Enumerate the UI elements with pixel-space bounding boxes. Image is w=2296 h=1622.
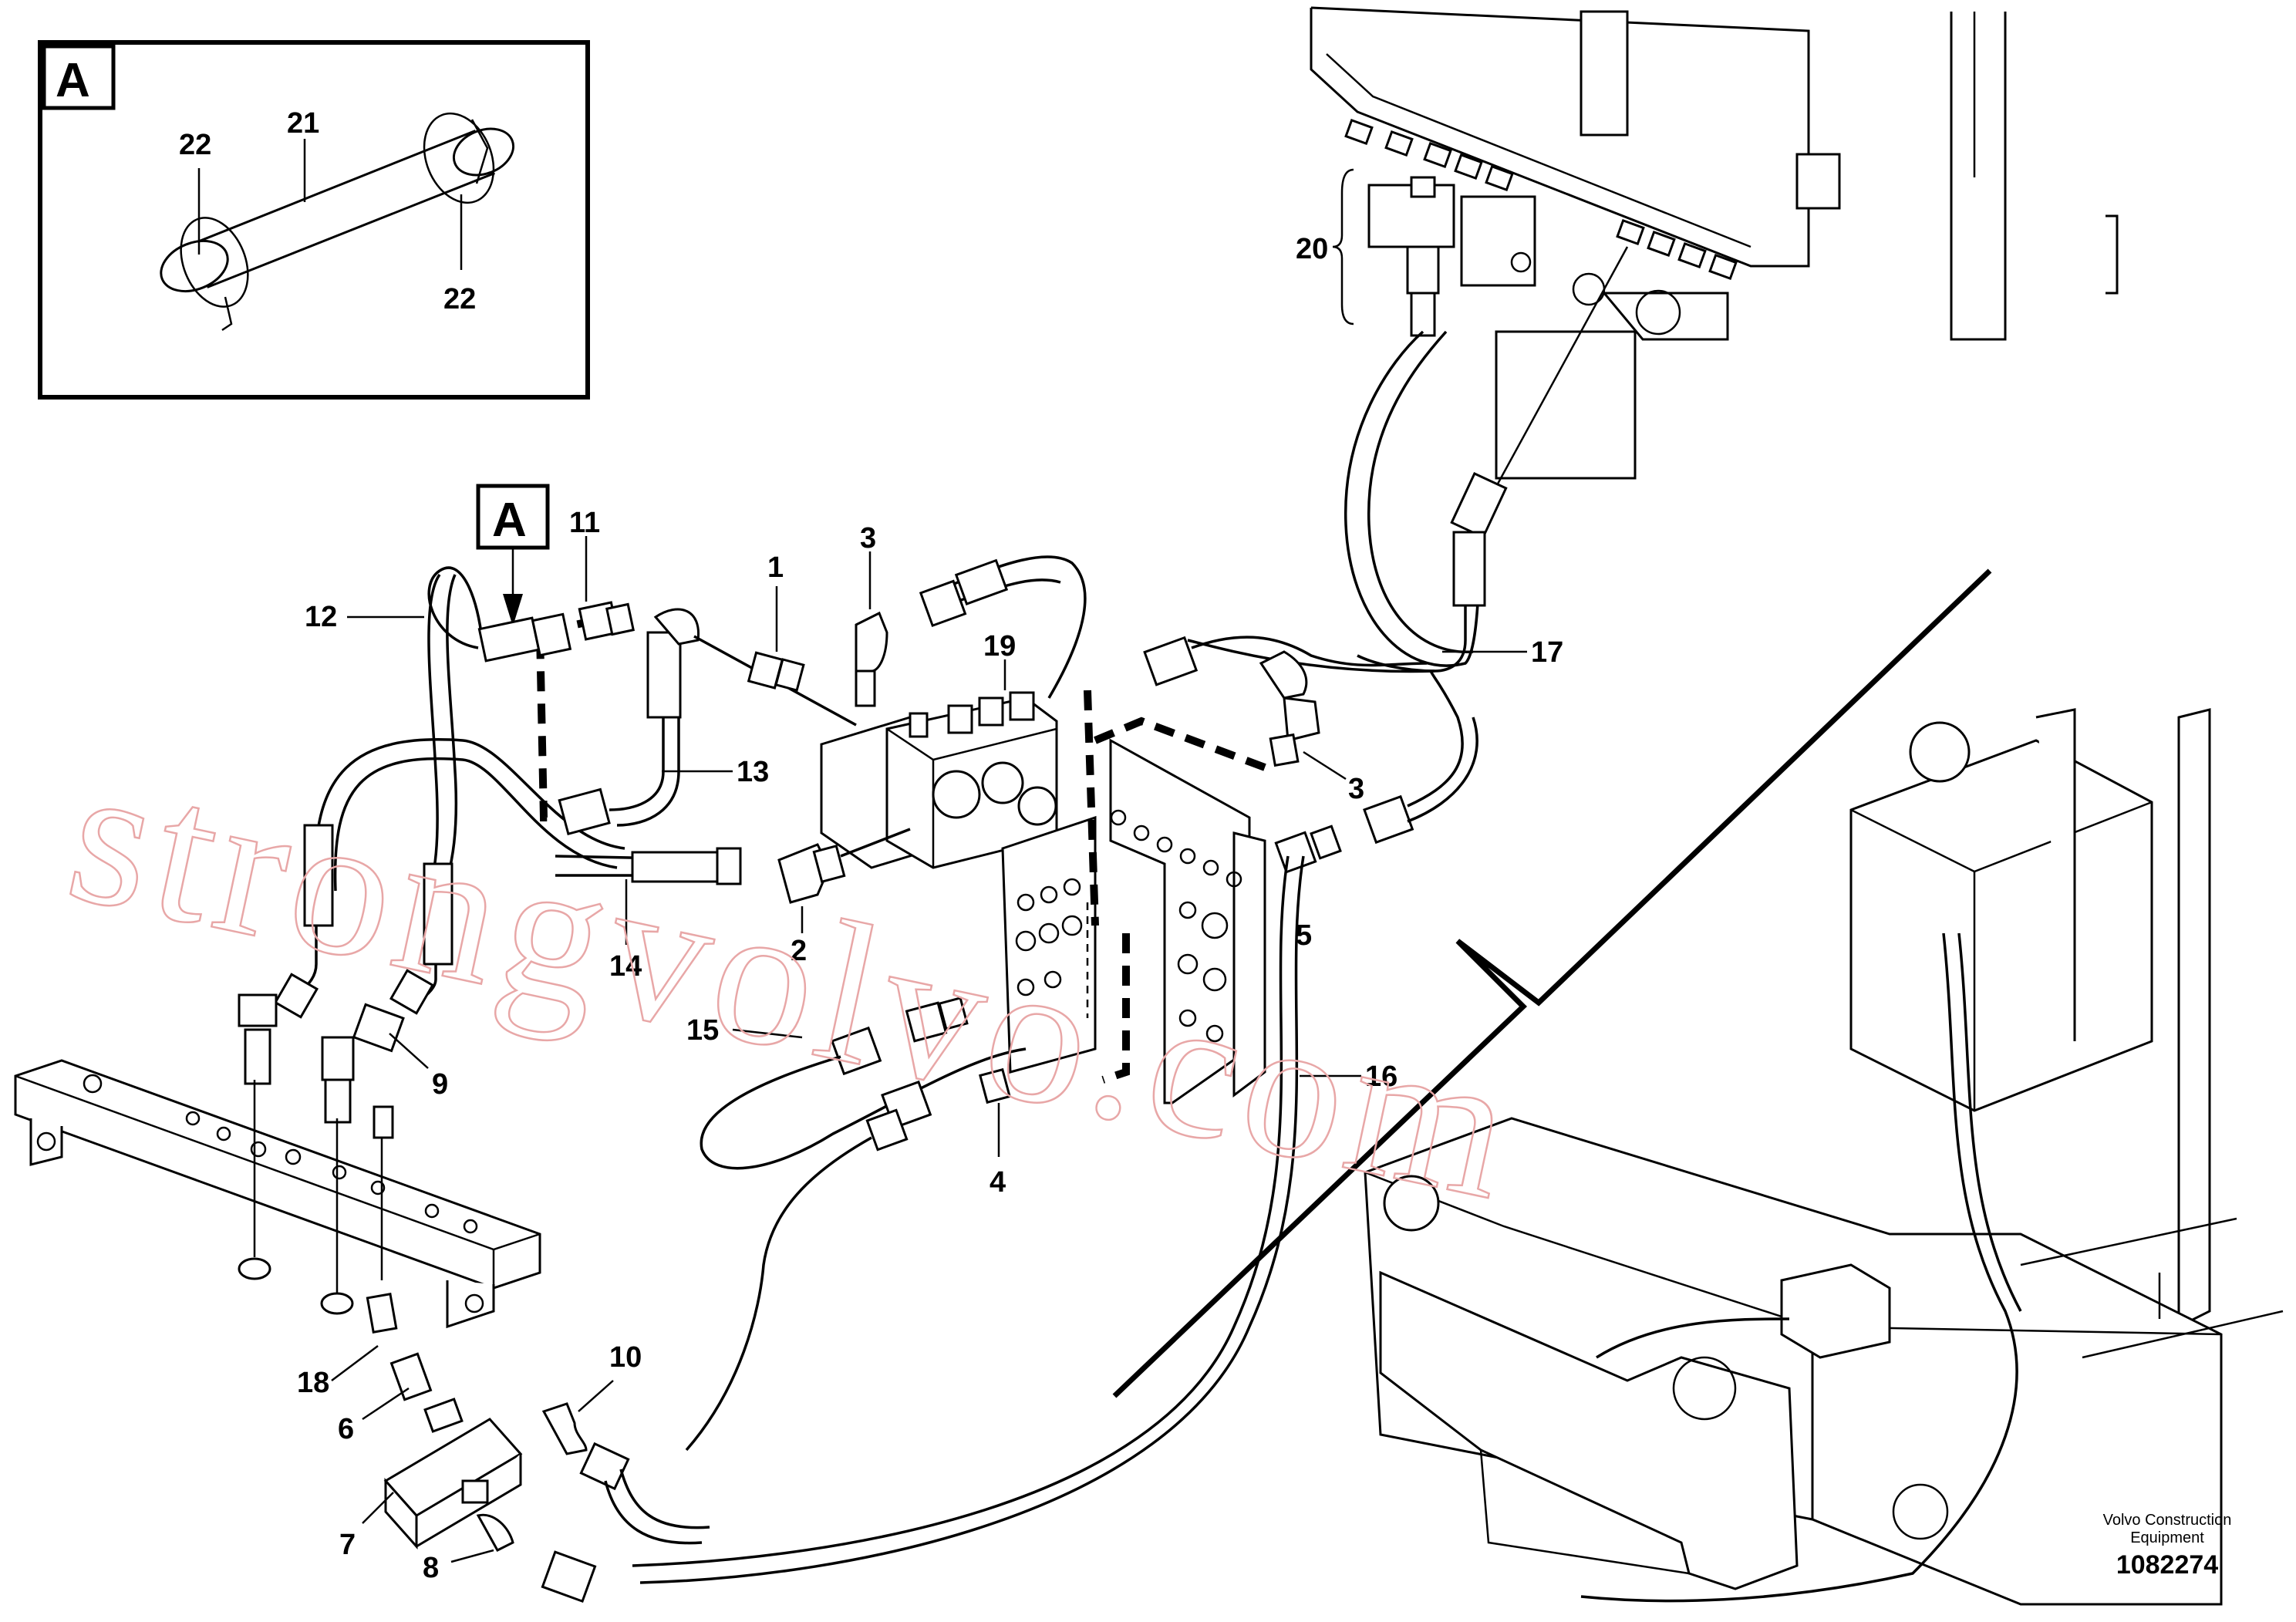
mounting-bracket <box>1001 738 1266 1104</box>
callout-3-lower: 3 <box>1348 773 1364 805</box>
callout-16: 16 <box>1365 1061 1397 1093</box>
callout-1: 1 <box>767 551 784 584</box>
machine-overview <box>1364 708 2284 1606</box>
publisher-mark: Volvo Construction Equipment 1082274 <box>2103 1512 2232 1580</box>
callout-5: 5 <box>1296 919 1312 952</box>
control-valve-19: 19 <box>820 630 1058 869</box>
hose-12: 12 <box>305 566 484 880</box>
callout-3-upper: 3 <box>860 522 876 555</box>
callout-21: 21 <box>287 107 319 140</box>
document-number: 1082274 <box>2116 1550 2218 1580</box>
solenoid-valve-20: 20 <box>1296 168 1536 337</box>
fitting-4: 4 <box>685 1067 1011 1452</box>
callout-8: 8 <box>423 1552 439 1584</box>
hose-15: 15 <box>686 996 1027 1170</box>
callout-22-top: 22 <box>179 129 211 161</box>
left-hose-pair: 9 <box>238 824 453 1139</box>
hose-13: 13 <box>314 608 769 892</box>
callout-22-bottom: 22 <box>443 283 476 315</box>
bracket-holes <box>1015 809 1242 1043</box>
detail-box-letter: A <box>56 54 90 107</box>
clip-part-22 <box>180 112 495 332</box>
hose-16: 16 <box>632 855 1397 1584</box>
callout-17: 17 <box>1531 636 1563 669</box>
callout-18: 18 <box>297 1367 329 1399</box>
callout-13: 13 <box>737 756 769 788</box>
elbow-fitting-3-upper: 3 <box>855 522 1087 707</box>
brand-line-2: Equipment <box>2130 1529 2204 1546</box>
callout-9: 9 <box>432 1068 448 1101</box>
dashed-hose-guide-right <box>1084 690 1266 1084</box>
view-divider-line <box>1112 568 1992 1398</box>
callout-10: 10 <box>609 1341 642 1374</box>
detail-reference-a: A <box>476 484 550 626</box>
callout-6: 6 <box>338 1413 354 1445</box>
tank-fittings <box>1344 118 1738 281</box>
callout-12: 12 <box>305 601 337 633</box>
hydraulic-tank-upper <box>1310 6 2119 480</box>
fitting-1: 1 <box>693 551 857 727</box>
callout-20: 20 <box>1296 233 1328 265</box>
callout-11: 11 <box>569 507 600 539</box>
callout-19: 19 <box>983 630 1016 663</box>
fitting-11: 11 <box>477 507 636 663</box>
brand-line-1: Volvo Construction <box>2103 1512 2232 1529</box>
callout-14: 14 <box>609 950 642 983</box>
hose-14: 14 2 <box>555 828 911 983</box>
callout-4: 4 <box>990 1166 1006 1199</box>
callout-15: 15 <box>686 1014 719 1047</box>
callout-7: 7 <box>339 1529 356 1561</box>
lower-fittings: 18 6 7 8 10 <box>297 1292 710 1603</box>
right-hose-assembly: 3 5 <box>1143 636 1478 952</box>
detail-ref-letter: A <box>492 494 527 547</box>
cross-bar <box>14 1059 541 1329</box>
callout-2: 2 <box>791 935 807 967</box>
detail-view-a: A 22 21 22 <box>38 40 590 400</box>
